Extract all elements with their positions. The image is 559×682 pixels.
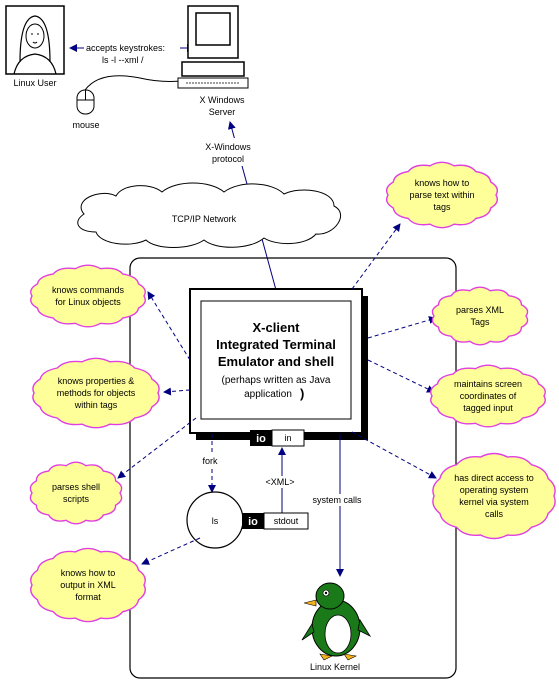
cloud-text: parse text within [409, 190, 474, 200]
annotation-cloud: maintains screen coordinates of tagged inp… [430, 364, 546, 428]
io-in-label: in [284, 433, 291, 443]
computer-icon [177, 5, 249, 89]
xclient-close-paren: ) [300, 386, 304, 401]
cloud-text: within tags [74, 400, 118, 410]
xclient-subtitle-line2: application [244, 389, 292, 400]
cloud-text: parses XML [456, 305, 504, 315]
annotation-cloud: knows properties & methods for objects wit… [32, 357, 160, 429]
linux-user-label: Linux User [13, 78, 56, 88]
protocol-label-line1: X-Windows [205, 142, 251, 152]
cloud-text: knows how to [61, 568, 116, 578]
cloud-text: parses shell [52, 482, 100, 492]
fork-label: fork [202, 456, 218, 466]
annotation-cloud: knows commands for Linux objects [30, 264, 146, 328]
cloud-text: Tags [470, 317, 490, 327]
cloud-text: methods for objects [57, 388, 136, 398]
penguin-icon [301, 582, 372, 661]
io-stdout-label: stdout [274, 516, 299, 526]
network-label: TCP/IP Network [172, 214, 237, 224]
cloud-text: scripts [63, 494, 90, 504]
cloud-text: knows properties & [58, 376, 135, 386]
kernel-label: Linux Kernel [310, 662, 360, 672]
xclient-title-line1: X-client [253, 320, 301, 335]
cloud-shape [430, 364, 546, 428]
io-stdout-tag: io [248, 516, 258, 528]
server-label-line2: Server [209, 107, 236, 117]
cloud-text: tags [433, 202, 451, 212]
xclient-subtitle-line1: (perhaps written as Java [222, 375, 331, 386]
keystrokes-command: ls -l --xml / [102, 55, 144, 65]
cloud-text: kernel via system [459, 497, 529, 507]
cloud-text: for Linux objects [55, 297, 121, 307]
annotation-cloud: parses XML Tags [431, 286, 529, 346]
protocol-label-line2: protocol [212, 154, 244, 164]
cloud-shape [32, 357, 160, 429]
system-calls-label: system calls [312, 495, 362, 505]
cloud-text: output in XML [60, 580, 116, 590]
cloud-shape [29, 461, 123, 525]
linux-user-icon [5, 5, 65, 75]
cloud-shape [30, 547, 146, 623]
keystrokes-label: accepts keystrokes: [86, 43, 165, 53]
xclient-title-line2: Integrated Terminal [216, 337, 336, 352]
annotation-clouds: knows how to parse text within tags knows c… [29, 161, 556, 623]
annotation-cloud: knows how to parse text within tags [386, 161, 498, 229]
annotation-cloud: parses shell scripts [29, 461, 123, 525]
cloud-text: tagged input [463, 403, 513, 413]
cloud-shape [30, 264, 146, 328]
io-in-tag: io [256, 433, 266, 445]
xml-label: <XML> [265, 477, 294, 487]
cloud-text: knows commands [52, 285, 125, 295]
cloud-text: calls [485, 509, 504, 519]
cloud-text: operating system [460, 485, 529, 495]
cloud-shape [432, 452, 556, 540]
ls-label: ls [212, 516, 219, 526]
xclient-title-line3: Emulator and shell [218, 354, 334, 369]
cloud-shape [386, 161, 498, 229]
network-cloud [77, 182, 341, 248]
cloud-text: has direct access to [454, 473, 534, 483]
cloud-text: coordinates of [460, 391, 517, 401]
server-label-line1: X Windows [199, 95, 245, 105]
annotation-cloud: knows how to output in XML format [30, 547, 146, 623]
cloud-text: format [75, 592, 101, 602]
annotation-cloud: has direct access to operating system kern… [432, 452, 556, 540]
mouse-label: mouse [72, 120, 99, 130]
cloud-text: knows how to [415, 178, 470, 188]
cloud-text: maintains screen [454, 379, 522, 389]
cloud-shape [431, 286, 529, 346]
